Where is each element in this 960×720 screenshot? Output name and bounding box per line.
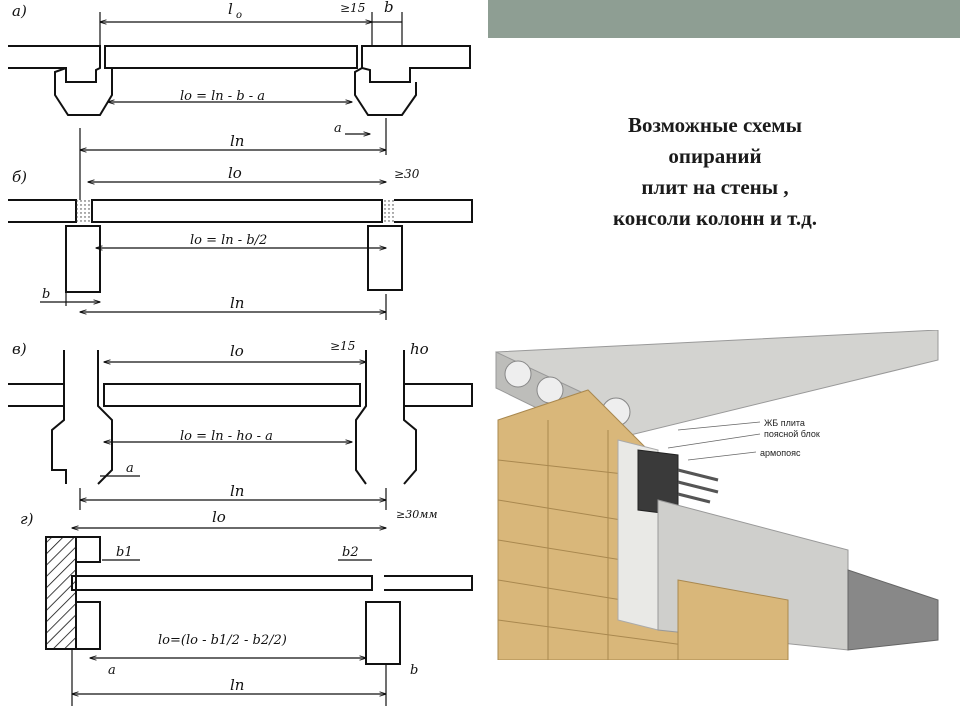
label-armo: армопояс [760, 448, 801, 458]
scheme-b-ge30: ≥30 [394, 167, 420, 181]
scheme-b-ln: lп [230, 294, 244, 312]
scheme-v-left-column [51, 350, 67, 484]
scheme-b [8, 155, 473, 320]
scheme-g-right-wall [365, 601, 401, 665]
scheme-g-letter: г) [20, 510, 34, 528]
scheme-g-ln: lп [230, 676, 244, 694]
scheme-b-lo: lо [228, 164, 242, 182]
scheme-a-ge15: ≥15 [340, 1, 365, 15]
scheme-v [8, 350, 473, 510]
scheme-g-slab [71, 575, 373, 591]
scheme-v-ge15: ≥15 [330, 339, 355, 353]
scheme-b-right-wall [367, 225, 403, 291]
title-line-2: опираний [668, 144, 762, 168]
scheme-g-b1: b1 [116, 545, 133, 560]
scheme-g [45, 528, 473, 706]
support-schemes-drawing: а) l o ≥15 b lо = lп - b - a a lп б) lо … [8, 0, 473, 706]
scheme-g-ge30: ≥30мм [396, 508, 437, 521]
slab-on-wall-illustration: ЖБ плита поясной блок армопояс [495, 330, 939, 660]
header-accent-bar [488, 0, 960, 38]
scheme-v-lo: lо [230, 342, 244, 360]
scheme-a-b: b [384, 0, 394, 16]
scheme-a-lo-sub: o [236, 10, 242, 21]
scheme-b-formula: lо = lп - b/2 [190, 233, 267, 248]
scheme-a-a: a [334, 121, 342, 136]
scheme-v-letter: в) [12, 340, 27, 358]
scheme-a-lo-label: l [228, 0, 233, 18]
label-belt-block: поясной блок [764, 429, 820, 439]
scheme-b-letter: б) [12, 168, 27, 186]
scheme-a-slab [104, 45, 358, 69]
scheme-g-hatched-wall [45, 536, 77, 650]
slide-title: Возможные схемы опираний плит на стены ,… [560, 110, 870, 234]
scheme-g-formula: lо=(lо - b1/2 - b2/2) [158, 633, 287, 648]
scheme-g-a: a [108, 663, 116, 678]
scheme-v-ho: hо [410, 340, 429, 358]
scheme-b-left-wall [65, 225, 101, 293]
scheme-a [8, 12, 471, 155]
scheme-a-left-beam [8, 45, 101, 83]
scheme-a-letter: а) [12, 2, 27, 20]
title-line-1: Возможные схемы [628, 113, 802, 137]
scheme-g-b: b [410, 663, 418, 678]
scheme-a-ln: lп [230, 132, 244, 150]
scheme-a-right-beam [361, 45, 471, 83]
scheme-g-b2: b2 [342, 545, 359, 560]
scheme-a-formula: lо = lп - b - a [180, 89, 265, 104]
scheme-v-a: a [126, 461, 134, 476]
scheme-v-slab [103, 383, 361, 407]
scheme-v-right-column [355, 350, 367, 485]
scheme-g-lo: lо [212, 508, 226, 526]
scheme-b-slab [91, 199, 383, 223]
scheme-b-b: b [42, 287, 50, 302]
label-plate: ЖБ плита [764, 418, 805, 428]
title-line-4: консоли колонн и т.д. [612, 206, 818, 230]
scheme-v-formula: lо = lп - hо - a [180, 429, 273, 444]
title-line-3: плит на стены , [641, 175, 789, 199]
scheme-v-ln: lп [230, 482, 244, 500]
